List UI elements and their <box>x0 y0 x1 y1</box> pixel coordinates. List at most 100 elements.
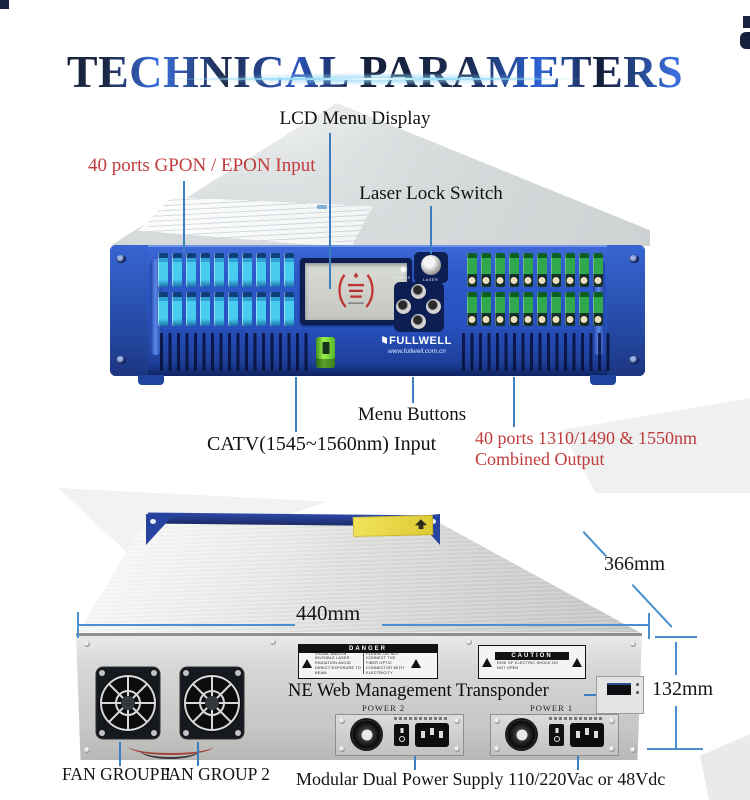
label-fan-group-2: FAN GROUP 2 <box>160 764 270 784</box>
status-led <box>401 267 406 272</box>
danger-text-right: PLEASE DO NOT CONNECT THE FIBER OPTIC CO… <box>366 651 404 675</box>
dim-tick <box>655 636 697 638</box>
front-panel-device: STATUS LASER FULLWELL www.fullwell.com.c… <box>110 245 645 385</box>
label-output-line2: Combined Output <box>475 449 605 469</box>
dim-line-366 <box>582 531 608 558</box>
brand-website: www.fullwell.com.cn <box>388 348 446 355</box>
label-fan-group-1: FAN GROUP 1 <box>62 764 172 784</box>
fiber-port-green <box>593 253 603 287</box>
label-catv-input: CATV(1545~1560nm) Input <box>207 433 437 455</box>
fiber-port-blue <box>158 253 168 287</box>
output-port-row <box>467 292 603 326</box>
callout-line-psu1 <box>577 756 579 770</box>
catv-input-adapter[interactable] <box>316 337 335 368</box>
fiber-port-green <box>481 253 491 287</box>
dimension-width: 440mm <box>296 601 361 625</box>
screw <box>84 747 90 753</box>
status-led-label: STATUS <box>393 275 411 280</box>
lcd-display <box>300 258 412 325</box>
psu-fan <box>352 720 381 749</box>
transponder-label: NE Web Management Transponder <box>288 681 549 701</box>
ac-inlet[interactable] <box>570 723 604 747</box>
menu-keypad <box>394 282 444 332</box>
fiber-port-blue <box>242 292 252 326</box>
label-menu-buttons: Menu Buttons <box>357 404 467 425</box>
brand-block: FULLWELL www.fullwell.com.cn <box>362 335 472 355</box>
fiber-port-green <box>579 292 589 326</box>
input-port-row <box>158 292 294 326</box>
dimension-depth: 366mm <box>604 553 666 575</box>
power2-label: POWER 2 <box>362 703 406 713</box>
fiber-port-blue <box>200 253 210 287</box>
screw <box>84 641 90 647</box>
power-switch[interactable] <box>394 724 409 746</box>
fiber-port-blue <box>242 253 252 287</box>
fiber-port-blue <box>186 292 196 326</box>
label-output-line1: 40 ports 1310/1490 & 1550nm <box>475 428 698 448</box>
fiber-port-green <box>495 292 505 326</box>
up-button[interactable] <box>411 284 426 299</box>
power-supply-module-2 <box>335 714 464 756</box>
edge-decoration <box>740 32 750 49</box>
title-glow-divider <box>120 70 630 88</box>
down-button[interactable] <box>411 314 426 329</box>
callout-line-fan1 <box>119 742 121 766</box>
fiber-port-blue <box>284 253 294 287</box>
brand-logo: FULLWELL <box>362 335 472 347</box>
laser-lock-button[interactable] <box>421 255 441 275</box>
rack-ear-left <box>110 245 148 376</box>
screw <box>466 639 472 645</box>
screw <box>630 641 636 647</box>
fiber-port-blue <box>200 292 210 326</box>
vent-grille-left <box>160 333 310 371</box>
fiber-port-green <box>481 292 491 326</box>
callout-line-fan2 <box>197 742 199 766</box>
fiber-port-green <box>509 253 519 287</box>
fiber-port-blue <box>172 292 182 326</box>
screw-hole <box>629 255 639 263</box>
background-reflection <box>700 734 750 800</box>
label-gpon-input: 40 ports GPON / EPON Input <box>88 155 316 176</box>
ac-inlet[interactable] <box>415 723 449 747</box>
fiber-port-green <box>495 253 505 287</box>
fiber-port-blue <box>256 253 266 287</box>
laser-switch-panel: LASER <box>414 252 448 283</box>
output-port-row <box>467 253 603 287</box>
device-foot <box>590 375 616 385</box>
vent-grille-right <box>462 333 614 371</box>
fiber-port-green <box>565 253 575 287</box>
fiber-port-blue <box>270 292 280 326</box>
fiber-port-green <box>467 292 477 326</box>
screw <box>270 639 276 645</box>
electric-warning-triangle-icon <box>572 657 582 667</box>
danger-label: DANGER VISUAL AND/OR INVISIBLE LASER RAD… <box>298 644 438 679</box>
callout-line-psu2 <box>414 756 416 770</box>
danger-text-left: VISUAL AND/OR INVISIBLE LASER RADIATION … <box>315 651 362 675</box>
fiber-port-green <box>467 253 477 287</box>
fiber-port-blue <box>172 253 182 287</box>
screw-hole <box>629 356 639 364</box>
fiber-port-green <box>523 292 533 326</box>
enter-button[interactable] <box>426 299 441 314</box>
label-psu: Modular Dual Power Supply 110/220Vac or … <box>296 769 666 789</box>
fiber-port-green <box>537 253 547 287</box>
device-foot <box>138 375 164 385</box>
warning-triangle-icon <box>302 659 312 668</box>
power-switch[interactable] <box>549 724 564 746</box>
ethernet-port[interactable] <box>607 683 631 695</box>
edge-decoration <box>743 16 750 28</box>
screw <box>630 747 636 753</box>
menu-button[interactable] <box>396 299 411 314</box>
callout-line-laser <box>430 206 432 254</box>
fiber-port-blue <box>214 292 224 326</box>
corner-decoration <box>0 0 9 9</box>
caution-label: CAUTION RISK OF ELECTRIC SHOCK DO NOT OP… <box>478 645 586 679</box>
dim-tick <box>647 748 703 750</box>
callout-line-transponder <box>584 694 598 696</box>
fiber-port-green <box>523 253 533 287</box>
fiber-port-green <box>551 253 561 287</box>
gpon-input-port-block <box>158 253 294 326</box>
lcd-screen <box>305 263 407 320</box>
warning-sticker <box>352 514 434 538</box>
